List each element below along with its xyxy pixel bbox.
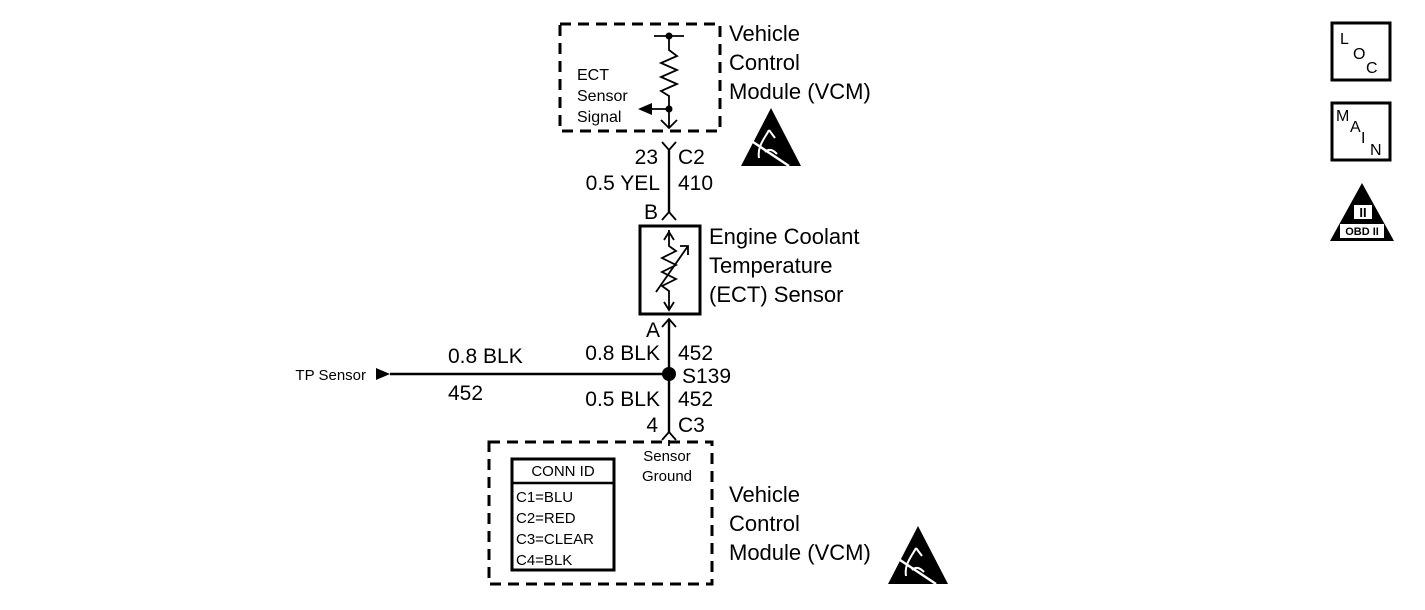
obd-label: OBD II [1345,226,1379,238]
vcm-top: ECT Sensor Signal Vehicle Control Module… [558,21,871,168]
wire-410-circuit: 410 [678,172,713,195]
splice-name: S139 [682,365,731,388]
sensor-ground-line-2: Ground [642,468,692,485]
loc-letter: C [1366,60,1378,77]
obd-ii-icon[interactable]: II OBD II [1330,183,1394,241]
esd-icon [739,106,803,168]
wire-bottom-gauge-color: 0.5 BLK [585,388,660,411]
c3-connector-name: C3 [678,414,705,437]
vcm-bottom: Sensor Ground CONN ID C1=BLU C2=RED C3=C… [487,440,950,586]
vcm-top-label-line-1: Vehicle [729,21,800,46]
esd-icon [886,524,950,586]
main-letter: A [1350,119,1361,136]
vcm-bottom-label-line-2: Control [729,511,800,536]
ect-pin-a: A [646,319,660,342]
conn-id-row: C3=CLEAR [516,531,594,548]
loc-icon[interactable]: L O C [1330,21,1392,82]
tp-wire-gauge-color: 0.8 BLK [448,345,523,368]
wire-mid-circuit: 452 [678,342,713,365]
loc-letter: L [1340,31,1349,48]
tp-sensor-branch: TP Sensor 0.8 BLK 452 [295,345,669,405]
ect-sensor-signal-line-2: Sensor [577,88,628,105]
ect-label-line-1: Engine Coolant [709,224,859,249]
vcm-top-label-line-2: Control [729,50,800,75]
c2-pin-number: 23 [635,146,658,169]
main-letter: M [1336,108,1349,125]
ect-sensor-body [638,224,702,316]
vcm-bottom-label-line-3: Module (VCM) [729,540,871,565]
conn-id-title: CONN ID [531,463,595,480]
ect-label-line-3: (ECT) Sensor [709,282,843,307]
c3-pin-number: 4 [646,414,658,437]
vcm-bottom-label-line-1: Vehicle [729,482,800,507]
vcm-bottom-boundary [487,440,714,586]
ect-sensor-signal-line-3: Signal [577,109,621,126]
tp-sensor-label: TP Sensor [295,367,366,384]
conn-id-row: C4=BLK [516,552,572,569]
ect-sensor-signal-line-1: ECT [577,67,609,84]
wire-410-gauge-color: 0.5 YEL [586,172,660,195]
vcm-top-boundary [558,22,722,133]
c2-connector-name: C2 [678,146,705,169]
ect-sensor: B A Engine Coolant Temperature (ECT) Sen… [638,201,859,342]
sensor-ground-line-1: Sensor [643,448,691,465]
loc-letter: O [1353,46,1365,63]
obd-numeral: II [1359,205,1366,220]
vcm-top-label-line-3: Module (VCM) [729,79,871,104]
main-icon[interactable]: M A I N [1330,101,1392,162]
conn-id-row: C1=BLU [516,489,573,506]
tp-arrow-icon [376,368,390,380]
wire-bottom-circuit: 452 [678,388,713,411]
wire-mid-gauge-color: 0.8 BLK [585,342,660,365]
main-letter: I [1361,130,1365,147]
ect-label-line-2: Temperature [709,253,833,278]
conn-id-table: CONN ID C1=BLU C2=RED C3=CLEAR C4=BLK [510,457,616,572]
conn-id-row: C2=RED [516,510,576,527]
ect-pin-b: B [644,201,658,224]
tp-wire-circuit: 452 [448,382,483,405]
main-letter: N [1370,142,1382,159]
